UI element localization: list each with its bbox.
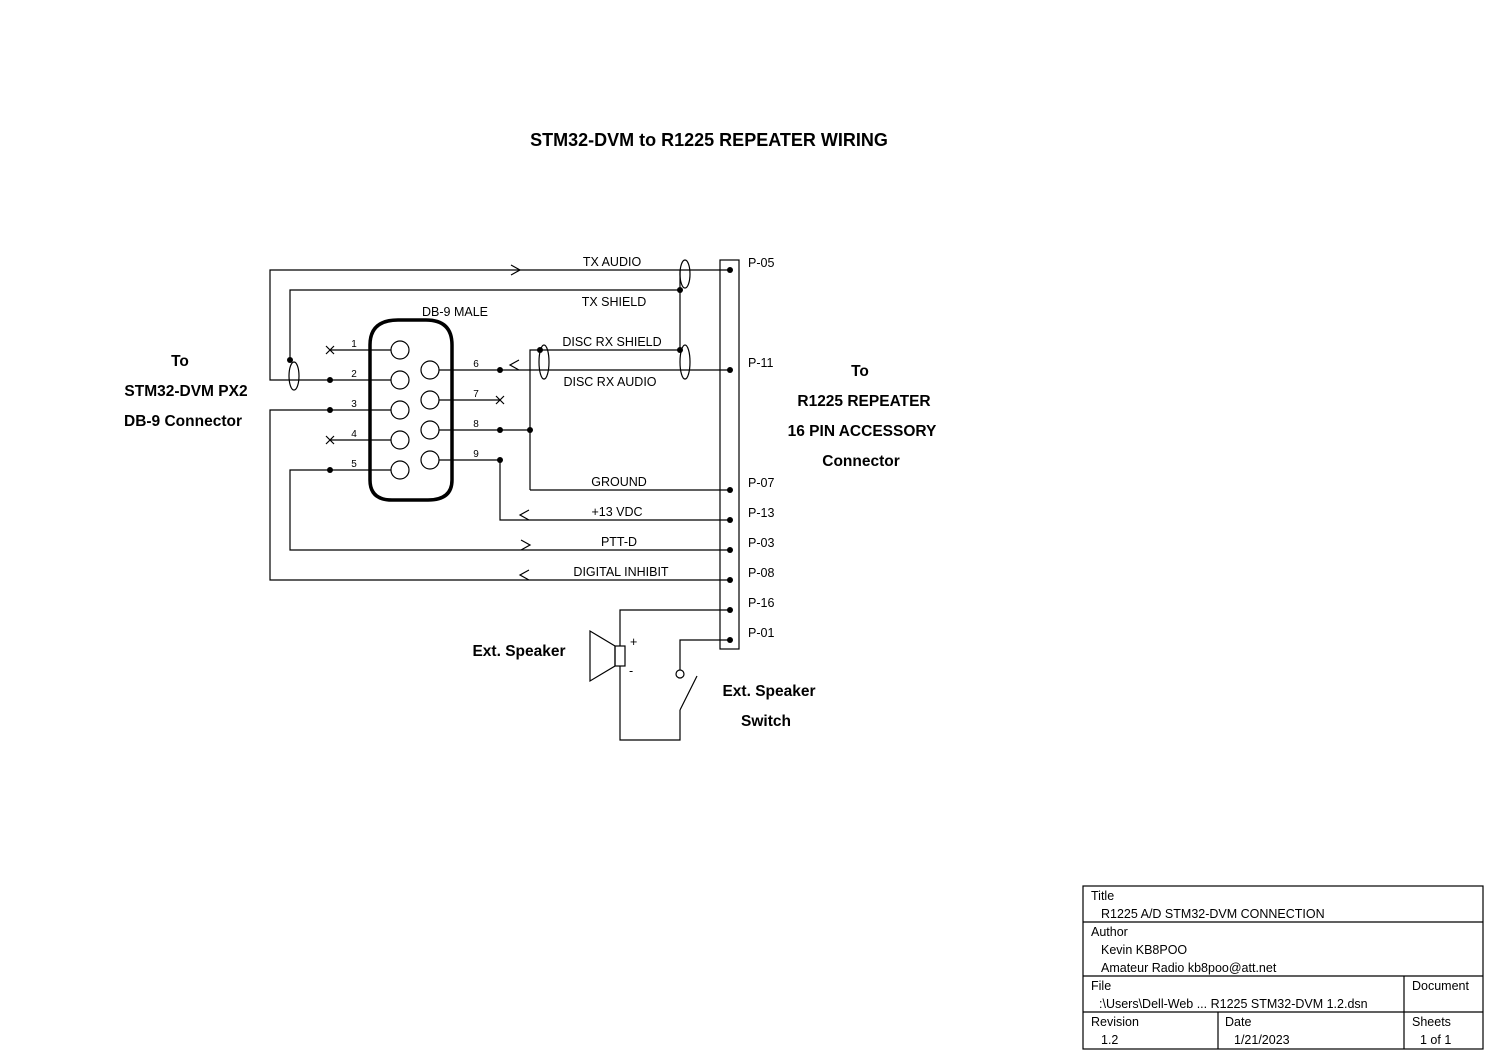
signal-label-tx-audio: TX AUDIO xyxy=(583,255,642,269)
title-block-document-label: Document xyxy=(1412,979,1469,993)
left-connector-label: To STM32-DVM PX2 DB-9 Connector xyxy=(124,353,248,430)
pin-number: 1 xyxy=(351,339,357,350)
db9-pin-socket xyxy=(390,460,410,480)
no-connect-marks xyxy=(325,345,505,445)
page-title: STM32-DVM to R1225 REPEATER WIRING xyxy=(530,130,888,150)
db9-pin-numbers: 1 2 3 4 5 6 7 8 9 xyxy=(351,339,479,470)
shield-ellipse xyxy=(288,361,300,391)
terminal-label: P-13 xyxy=(748,506,774,520)
db9-pin-socket xyxy=(420,360,440,380)
right-connector-line3: 16 PIN ACCESSORY xyxy=(788,423,937,440)
switch-label-line2: Switch xyxy=(741,713,791,730)
db9-pin-socket xyxy=(390,430,410,450)
title-block-file-value: :\Users\Dell-Web ... R1225 STM32-DVM 1.2… xyxy=(1099,997,1368,1011)
db9-connector: DB-9 MALE xyxy=(368,305,488,502)
pin-number: 8 xyxy=(473,419,479,430)
pin-number: 6 xyxy=(473,359,479,370)
speaker-label: Ext. Speaker xyxy=(472,643,565,660)
arrow-right-icon xyxy=(510,264,522,276)
title-block-sheets-label: Sheets xyxy=(1412,1015,1451,1029)
signal-label-digital-inhibit: DIGITAL INHIBIT xyxy=(573,565,669,579)
db9-pin-socket xyxy=(390,370,410,390)
title-block-revision-label: Revision xyxy=(1091,1015,1139,1029)
title-block-title-value: R1225 A/D STM32-DVM CONNECTION xyxy=(1101,907,1325,921)
direction-arrows xyxy=(508,264,532,581)
right-connector-line4: Connector xyxy=(822,453,900,470)
signal-label-vdc: +13 VDC xyxy=(591,505,642,519)
arrow-left-icon xyxy=(508,359,520,371)
right-connector-line2: R1225 REPEATER xyxy=(797,393,930,410)
speaker-icon: + - xyxy=(589,629,637,683)
left-connector-line3: DB-9 Connector xyxy=(124,413,242,430)
title-block-title-label: Title xyxy=(1091,889,1114,903)
db9-pin-socket xyxy=(390,400,410,420)
title-block-revision-value: 1.2 xyxy=(1101,1033,1118,1047)
arrow-right-icon xyxy=(520,539,532,551)
left-connector-line2: STM32-DVM PX2 xyxy=(124,383,247,400)
terminal-label: P-11 xyxy=(748,356,774,370)
signal-label-disc-rx-shield: DISC RX SHIELD xyxy=(562,335,661,349)
arrow-left-icon xyxy=(518,509,530,521)
db9-pin-stubs xyxy=(330,349,500,471)
db9-pin-socket xyxy=(390,340,410,360)
db9-pin-socket xyxy=(420,420,440,440)
title-block-author-line1: Kevin KB8POO xyxy=(1101,943,1187,957)
right-connector-label: To R1225 REPEATER 16 PIN ACCESSORY Conne… xyxy=(788,363,937,470)
signal-label-ground: GROUND xyxy=(591,475,647,489)
pin-number: 5 xyxy=(351,459,357,470)
right-connector-line1: To xyxy=(851,363,869,380)
db9-shell xyxy=(368,318,454,502)
db9-label: DB-9 MALE xyxy=(422,305,488,319)
speaker-plus: + xyxy=(630,635,637,649)
title-block-date-value: 1/21/2023 xyxy=(1234,1033,1290,1047)
pin-number: 4 xyxy=(351,429,357,440)
title-block-date-label: Date xyxy=(1225,1015,1251,1029)
terminal-label: P-01 xyxy=(748,626,774,640)
pin-number: 9 xyxy=(473,449,479,460)
terminal-label: P-08 xyxy=(748,566,774,580)
title-block: Title R1225 A/D STM32-DVM CONNECTION Aut… xyxy=(1082,885,1484,1050)
left-connector-line1: To xyxy=(171,353,189,370)
accessory-connector-body xyxy=(719,259,740,650)
terminal-label: P-03 xyxy=(748,536,774,550)
arrow-left-icon xyxy=(518,569,530,581)
db9-pin-socket xyxy=(420,390,440,410)
terminal-label: P-05 xyxy=(748,256,774,270)
signal-labels: TX AUDIO TX SHIELD DISC RX SHIELD DISC R… xyxy=(562,255,669,579)
signal-label-tx-shield: TX SHIELD xyxy=(582,295,647,309)
switch-label-line1: Ext. Speaker xyxy=(722,683,815,700)
title-block-author-label: Author xyxy=(1091,925,1128,939)
shield-ellipses xyxy=(288,259,691,391)
signal-label-ptt: PTT-D xyxy=(601,535,637,549)
title-block-author-line2: Amateur Radio kb8poo@att.net xyxy=(1101,961,1277,975)
title-block-file-label: File xyxy=(1091,979,1111,993)
terminal-label: P-16 xyxy=(748,596,774,610)
terminal-label: P-07 xyxy=(748,476,774,490)
speaker-minus: - xyxy=(629,664,633,678)
terminal-labels: P-05 P-11 P-07 P-13 P-03 P-08 P-16 P-01 xyxy=(748,256,774,640)
signal-label-disc-rx-audio: DISC RX AUDIO xyxy=(563,375,656,389)
switch-icon xyxy=(675,669,685,679)
shield-ellipse xyxy=(679,259,691,289)
shield-ellipse xyxy=(679,344,691,380)
junction-dots xyxy=(287,267,733,643)
pin-number: 3 xyxy=(351,399,357,410)
shield-ellipse xyxy=(538,344,550,380)
pin-number: 2 xyxy=(351,369,357,380)
db9-pin-socket xyxy=(420,450,440,470)
pin-number: 7 xyxy=(473,389,479,400)
title-block-sheets-value: 1 of 1 xyxy=(1420,1033,1451,1047)
